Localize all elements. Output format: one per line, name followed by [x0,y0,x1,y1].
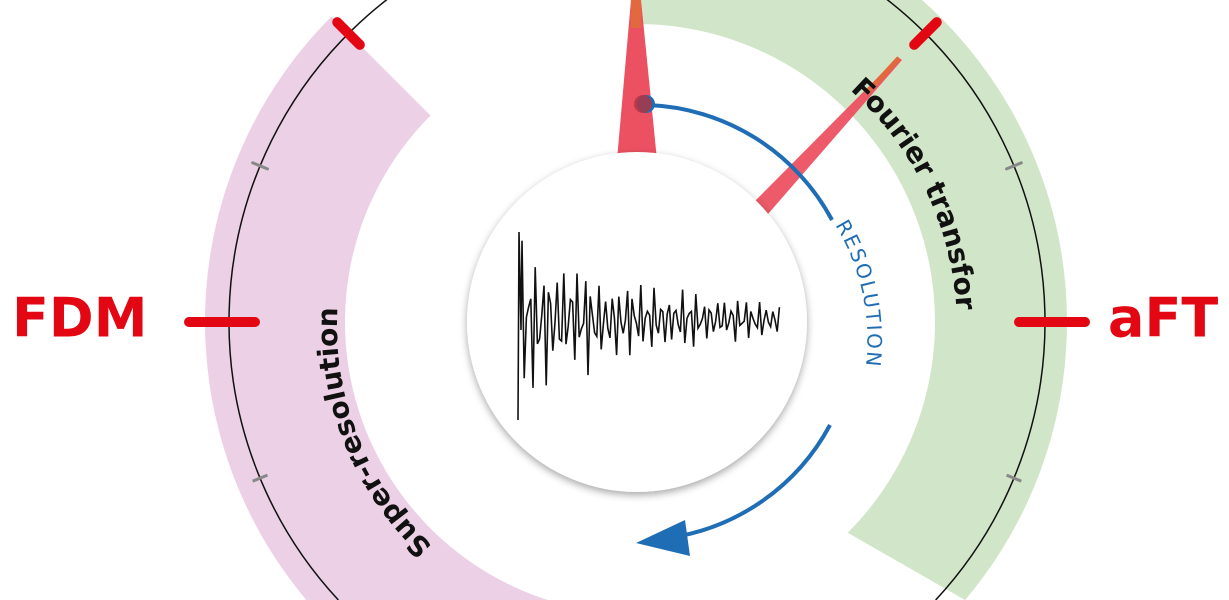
super-resolution-band [205,16,548,600]
needle-secondary-tip [866,56,901,94]
dial-ticks [184,17,1090,483]
fdm-label: FDM [12,287,147,350]
fourier-transform-band [637,0,1067,600]
major-tick [332,17,365,50]
minor-tick [1005,473,1022,483]
major-tick [909,17,942,50]
aft-label: aFT [1108,287,1218,350]
fid-signal-waveform [517,231,781,421]
needle-main-tip [631,0,641,28]
needle-secondary [754,57,902,214]
resolution-arc-upper [647,103,834,221]
minor-tick [251,161,269,171]
minor-tick [252,473,269,483]
resolution-arc-lower [667,424,832,540]
resolution-arrowhead-icon [636,520,690,556]
needle-pivot-dot [634,95,652,113]
minor-tick [1005,161,1023,171]
needle-main [617,0,657,160]
signal-circle [467,152,807,492]
resolution-label: RESOLUTION [831,215,887,369]
